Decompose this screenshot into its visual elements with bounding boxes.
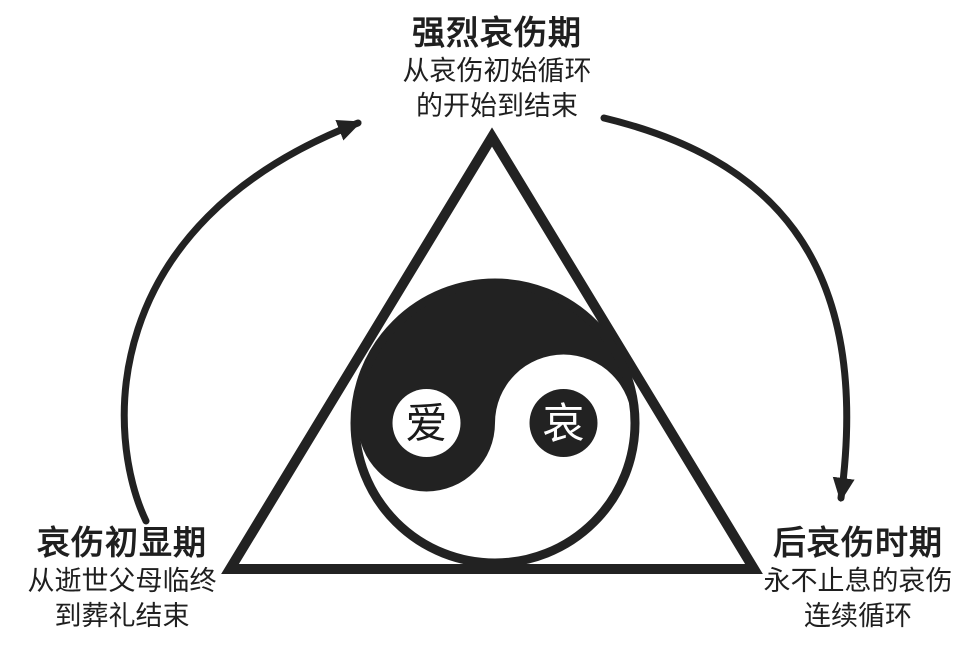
- yinyang-ring: [350, 278, 640, 568]
- yinyang-black-dot: [529, 389, 598, 457]
- label-subtitle-line: 连续循环: [804, 601, 912, 632]
- label-subtitle-line: 永不止息的哀伤: [763, 566, 953, 597]
- label-subtitle-line: 到葬礼结束: [54, 601, 190, 632]
- yinyang-symbol: 爱 哀: [350, 278, 640, 568]
- arrow-left-up-icon: [120, 119, 362, 525]
- label-subtitle-line: 从逝世父母临终: [27, 566, 217, 597]
- label-subtitle-line: 的开始到结束: [416, 91, 578, 122]
- label-title: 哀伤初显期: [37, 523, 207, 562]
- grief-character: 哀: [542, 399, 584, 448]
- love-character: 爱: [405, 399, 447, 448]
- label-post-grief-period: 后哀伤时期 永不止息的哀伤 连续循环: [736, 522, 971, 634]
- label-title: 后哀伤时期: [773, 523, 943, 562]
- label-acute-grief-period: 强烈哀伤期 从哀伤初始循环 的开始到结束: [347, 12, 647, 124]
- yinyang-white-dot: [392, 389, 461, 457]
- label-title: 强烈哀伤期: [412, 13, 582, 52]
- label-subtitle-line: 从哀伤初始循环: [402, 56, 592, 87]
- arrow-right-down-icon: [600, 114, 855, 502]
- triangle-outline: [221, 127, 763, 574]
- label-early-grief-period: 哀伤初显期 从逝世父母临终 到葬礼结束: [0, 522, 244, 634]
